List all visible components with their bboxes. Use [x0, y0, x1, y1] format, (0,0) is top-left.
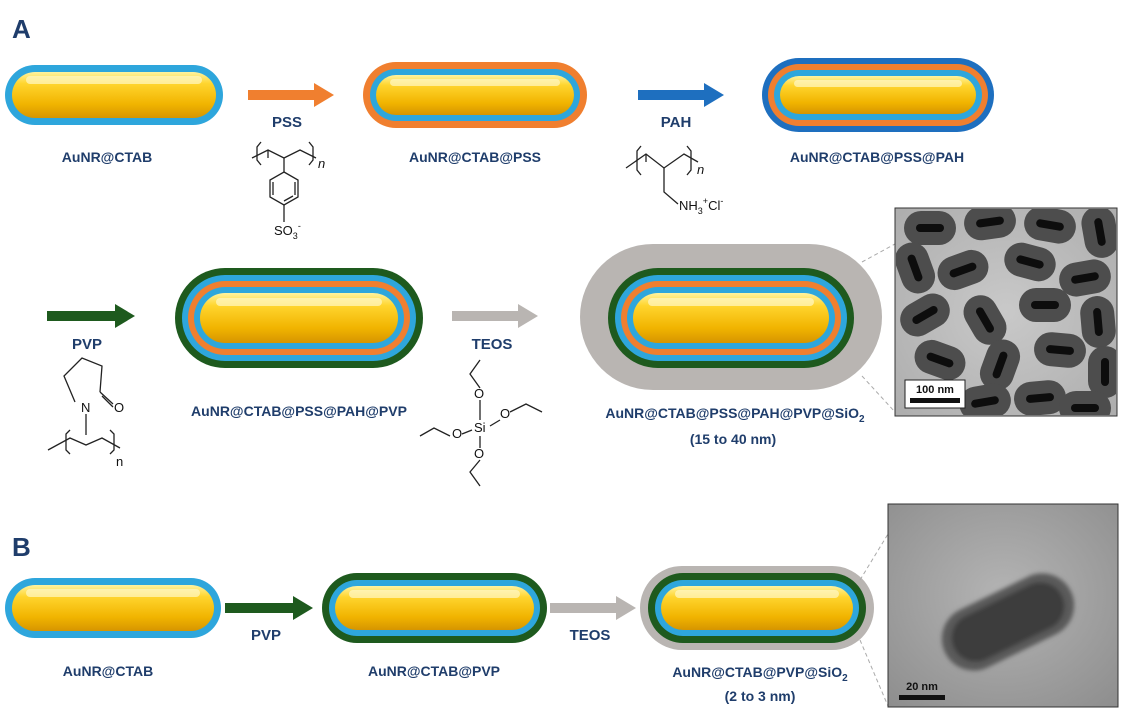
callout-line-top-a: [861, 243, 896, 263]
reagent-pvp-a: PVP: [72, 336, 102, 353]
reagent-pvp-b: PVP: [251, 627, 281, 644]
tem-particle-core: [992, 351, 1008, 379]
nanorod-ctab-pss-pah: [762, 58, 994, 132]
panel-label-a: A: [12, 14, 31, 44]
nanorod-ctab-b1: [5, 578, 221, 638]
pah-n-subscript: n: [697, 162, 704, 177]
nh3-cl-label: NH3+Cl-: [679, 196, 723, 216]
reagent-teos-a: TEOS: [472, 336, 513, 353]
label-aunr-ctab-b: AuNR@CTAB: [63, 663, 153, 679]
scale-bar-b: [899, 695, 945, 700]
label-shell-range-a: (15 to 40 nm): [690, 431, 776, 447]
tem-particle-core: [1071, 404, 1099, 412]
callout-line-bottom-b: [859, 639, 889, 707]
so3-label: SO3-: [274, 221, 301, 241]
pss-n-subscript: n: [318, 156, 325, 171]
tem-particle-core: [926, 352, 954, 368]
nanorod-ctab-pss: [363, 62, 587, 128]
scale-label-b: 20 nm: [906, 681, 938, 693]
nanorod-ctab-pss-pah-pvp: [175, 268, 423, 368]
teos-structure: Si O O O O: [419, 359, 543, 487]
tem-particle-core: [976, 307, 994, 333]
tem-particle-core: [1036, 219, 1064, 231]
label-aunr-ctab-pss-pah: AuNR@CTAB@PSS@PAH: [790, 149, 964, 165]
label-aunr-ctab-pss-pah-pvp-sio2: AuNR@CTAB@PSS@PAH@PVP@SiO2: [605, 405, 865, 425]
label-aunr-ctab-a: AuNR@CTAB: [62, 149, 152, 165]
nanorod-ctab-pvp: [322, 573, 547, 643]
label-aunr-ctab-pvp: AuNR@CTAB@PVP: [368, 663, 500, 679]
arrow-teos-a: [452, 304, 538, 328]
panel-label-b: B: [12, 532, 31, 562]
pvp-n-atom: N: [81, 400, 90, 415]
tem-particle-core: [1046, 345, 1074, 355]
arrow-pss: [248, 83, 334, 107]
tem-particle-core: [907, 254, 923, 282]
label-shell-range-b: (2 to 3 nm): [725, 688, 796, 704]
reagent-teos-b: TEOS: [570, 627, 611, 644]
label-aunr-ctab-pss: AuNR@CTAB@PSS: [409, 149, 541, 165]
nanorod-silica-coated-a: [580, 244, 882, 390]
tem-particle-core: [976, 216, 1004, 228]
tem-particle-core: [1101, 358, 1109, 386]
tem-image-b: 20 nm: [887, 503, 1119, 708]
tem-particle-core: [1093, 308, 1103, 336]
callout-line-bottom-a: [861, 375, 896, 413]
label-aunr-ctab-pss-pah-pvp: AuNR@CTAB@PSS@PAH@PVP: [191, 403, 407, 419]
tem-particle-core: [949, 262, 977, 278]
pvp-o-atom: O: [114, 400, 124, 415]
nanorod-ctab-a1: [5, 65, 223, 125]
arrow-pvp-a: [47, 304, 135, 328]
arrow-pvp-b: [225, 596, 313, 620]
reagent-pah: PAH: [661, 114, 692, 131]
nanorod-silica-coated-b: [640, 566, 874, 650]
teos-o-bottom: O: [474, 446, 484, 461]
arrow-pah: [638, 83, 724, 107]
pss-structure: SO3- n: [251, 141, 325, 241]
teos-si-atom: Si: [474, 420, 486, 435]
reagent-pss: PSS: [272, 114, 302, 131]
arrow-teos-b: [550, 596, 636, 620]
tem-particle-core: [1031, 301, 1059, 309]
tem-particle-core: [916, 224, 944, 232]
tem-particle-core: [1026, 393, 1054, 403]
teos-o-right: O: [500, 406, 510, 421]
tem-image-a: 100 nm: [894, 207, 1118, 417]
tem-particle-core: [1071, 272, 1099, 284]
callout-line-top-b: [859, 533, 889, 581]
pah-structure: n NH3+Cl-: [625, 145, 723, 216]
tem-particle-core: [912, 306, 938, 324]
tem-particle-core: [1016, 255, 1044, 269]
tem-particle-core: [1094, 218, 1106, 246]
scale-bar-a: [910, 398, 960, 403]
teos-o-left: O: [452, 426, 462, 441]
pvp-structure: O N n: [47, 357, 124, 469]
scale-label-a: 100 nm: [916, 384, 954, 396]
label-aunr-ctab-pvp-sio2: AuNR@CTAB@PVP@SiO2: [672, 664, 848, 684]
pvp-n-subscript: n: [116, 454, 123, 469]
tem-particle-core: [971, 396, 999, 408]
teos-o-top: O: [474, 386, 484, 401]
